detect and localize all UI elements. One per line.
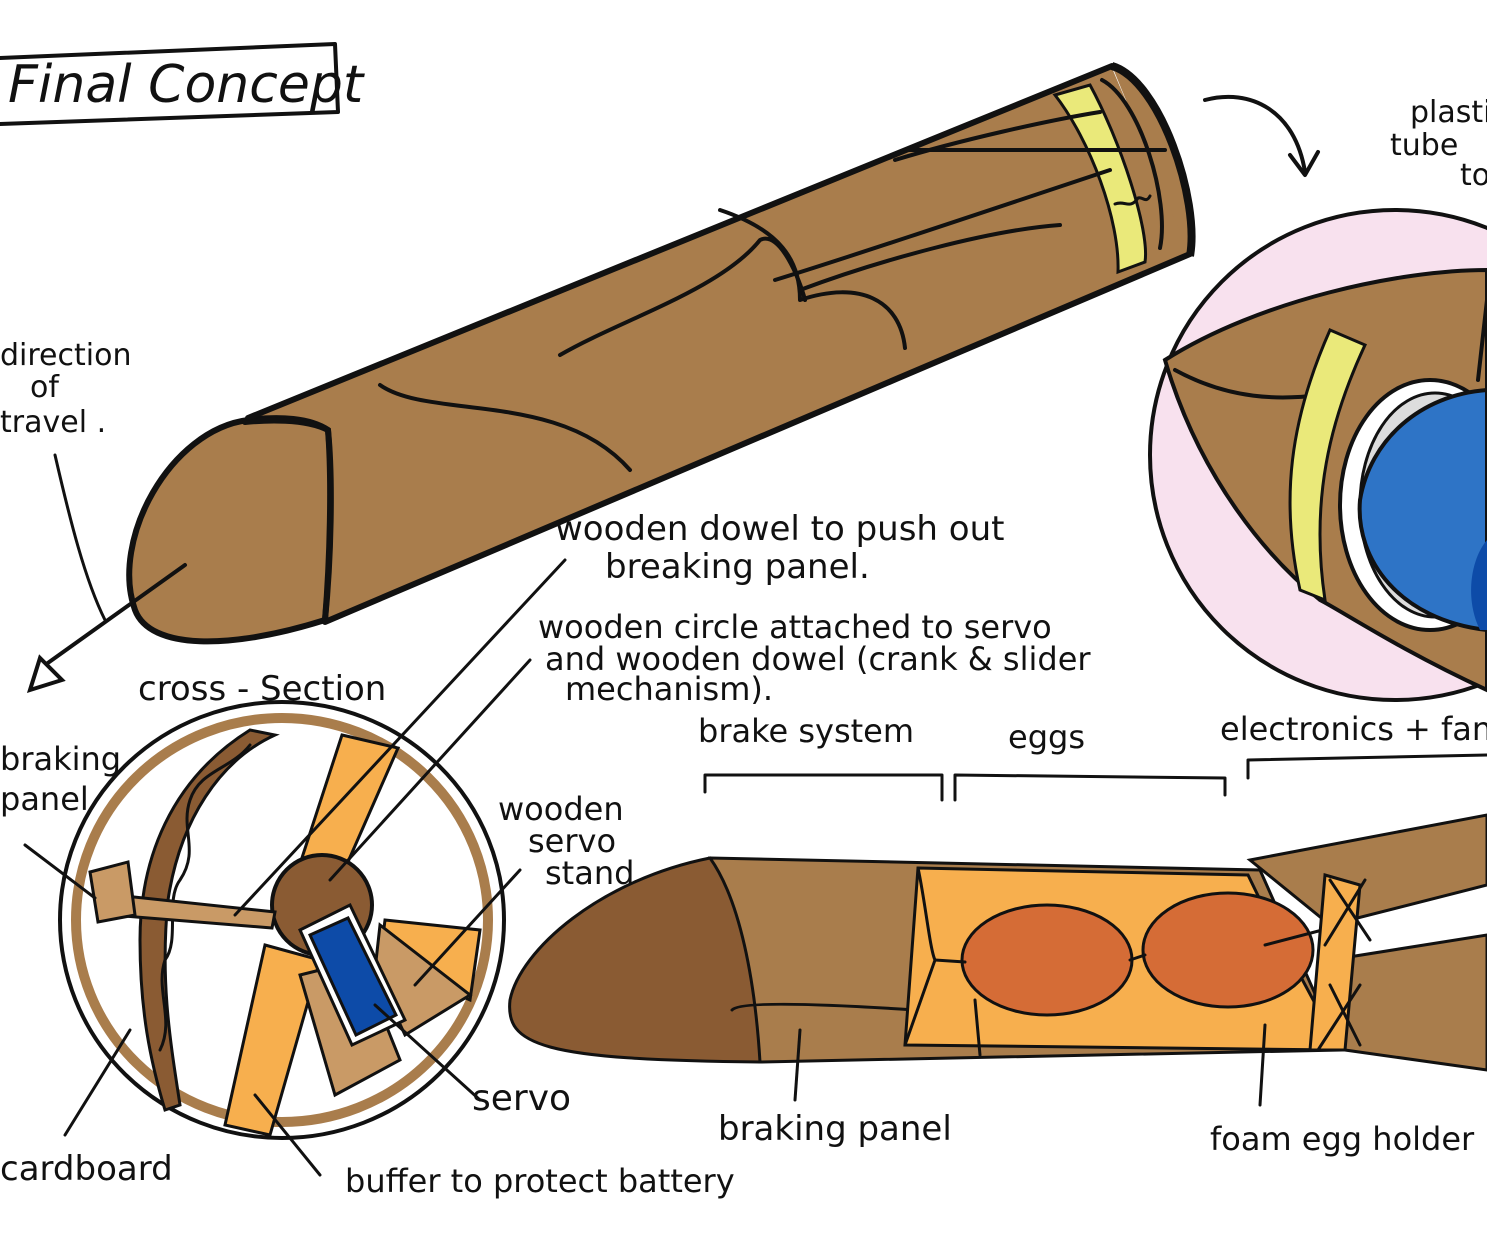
rocket-tube <box>26 62 1196 694</box>
cross-section-leaders <box>23 453 567 1177</box>
label-dowel-2: breaking panel. <box>605 547 870 587</box>
zoom-arrow <box>1203 94 1307 174</box>
label-circle-3: mechanism). <box>565 670 773 708</box>
label-plastic-2: tube <box>1390 128 1458 163</box>
label-electronics: electronics + fan <box>1220 710 1487 748</box>
label-braking-panel-2: panel <box>0 780 89 818</box>
label-foam-egg-holder: foam egg holder <box>1210 1120 1475 1158</box>
label-dowel-1: wooden dowel to push out <box>555 509 1004 549</box>
label-direction-3: travel . <box>0 405 106 440</box>
title: Final Concept <box>8 55 365 115</box>
labels: direction of travel . cross - Section wo… <box>0 95 1487 1200</box>
label-cardboard: cardboard <box>0 1149 173 1189</box>
label-braking-panel-bottom: braking panel <box>718 1109 952 1149</box>
label-plastic-1: plastic <box>1410 95 1487 130</box>
zoom-detail <box>1148 208 1487 702</box>
label-circle-2: and wooden dowel (crank & slider <box>545 640 1091 678</box>
label-direction-1: direction <box>0 338 131 373</box>
side-view <box>508 813 1487 1072</box>
label-braking-panel-1: braking <box>0 740 121 778</box>
label-servo-stand-1: wooden <box>498 790 624 828</box>
label-servo: servo <box>472 1078 571 1119</box>
title-box: Final Concept <box>0 42 365 126</box>
label-circle-1: wooden circle attached to servo <box>538 608 1052 646</box>
side-view-leaders <box>793 998 1267 1107</box>
label-servo-stand-2: servo <box>528 822 616 860</box>
label-eggs: eggs <box>1008 718 1085 756</box>
label-brake-system: brake system <box>698 712 914 750</box>
label-direction-2: of <box>30 370 60 405</box>
section-brackets <box>703 753 1487 802</box>
label-buffer: buffer to protect battery <box>345 1162 735 1200</box>
label-cross-section: cross - Section <box>138 669 386 709</box>
cross-section <box>58 700 506 1140</box>
label-plastic-3: to <box>1460 158 1487 193</box>
zoom-arrow-head <box>1288 150 1320 177</box>
label-servo-stand-3: stand <box>545 854 634 892</box>
